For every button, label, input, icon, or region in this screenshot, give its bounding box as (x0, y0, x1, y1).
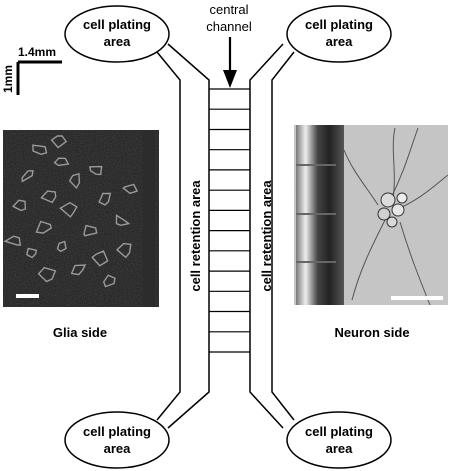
plating-area-label-line1: cell plating (305, 424, 373, 439)
glia-cell (102, 274, 116, 288)
glia-cell (83, 224, 98, 237)
glia-cell (37, 266, 57, 283)
glia-cell (91, 250, 109, 267)
glia-cell (59, 201, 78, 218)
glia-cell (115, 214, 131, 227)
cell-retention-label-right: cell retention area (259, 180, 274, 292)
central-microchannels (209, 88, 250, 353)
neuron-soma-cluster (377, 192, 408, 228)
glia-cell (68, 172, 81, 189)
glia-cell (40, 190, 57, 204)
glia-cell (98, 192, 112, 206)
plating-area-label-line1: cell plating (83, 424, 151, 439)
glia-cell (25, 247, 38, 259)
plating-area-bottom-right: cell plating area (286, 411, 392, 469)
scale-bar-horizontal-label: 1.4mm (18, 45, 56, 59)
plating-area-bottom-left: cell plating area (64, 411, 170, 469)
scale-bar-vertical-label: 1mm (1, 65, 15, 93)
plating-area-label-line2: area (104, 34, 132, 49)
central-channel-label-line1: central (209, 2, 248, 17)
plating-area-label-line2: area (326, 34, 354, 49)
plating-area-label-line1: cell plating (83, 17, 151, 32)
glia-cell (70, 264, 87, 276)
plating-area-label-line2: area (326, 441, 354, 456)
right-compartment-outline (249, 43, 295, 429)
plating-area-label-line1: cell plating (305, 17, 373, 32)
glia-cell (53, 157, 70, 167)
glia-cell (3, 235, 22, 246)
glia-scale-bar (16, 294, 39, 298)
neuron-micrograph (294, 125, 449, 306)
glia-cell (21, 169, 34, 183)
glia-cell (56, 240, 67, 253)
glia-cell (11, 199, 27, 212)
central-channel-label-line2: channel (206, 19, 252, 34)
plating-area-top-left: cell plating area (64, 5, 170, 63)
neuron-scale-bar (391, 296, 443, 300)
scale-bar: 1.4mm 1mm (1, 45, 62, 95)
cell-retention-label-left: cell retention area (188, 180, 203, 292)
down-arrow-icon (223, 37, 237, 88)
glia-cells (3, 135, 138, 288)
left-compartment-outline (156, 43, 210, 429)
glia-micrograph (3, 130, 159, 307)
plating-area-label-line2: area (104, 441, 132, 456)
plating-area-top-right: cell plating area (286, 5, 392, 63)
neuron-side-label: Neuron side (334, 325, 409, 340)
glia-side-label: Glia side (53, 325, 107, 340)
glia-cell (50, 135, 68, 149)
glia-cell (122, 183, 138, 195)
glia-cell (89, 165, 103, 176)
glia-cell (35, 220, 53, 234)
glia-cell (32, 144, 48, 156)
glia-cell (115, 242, 132, 259)
